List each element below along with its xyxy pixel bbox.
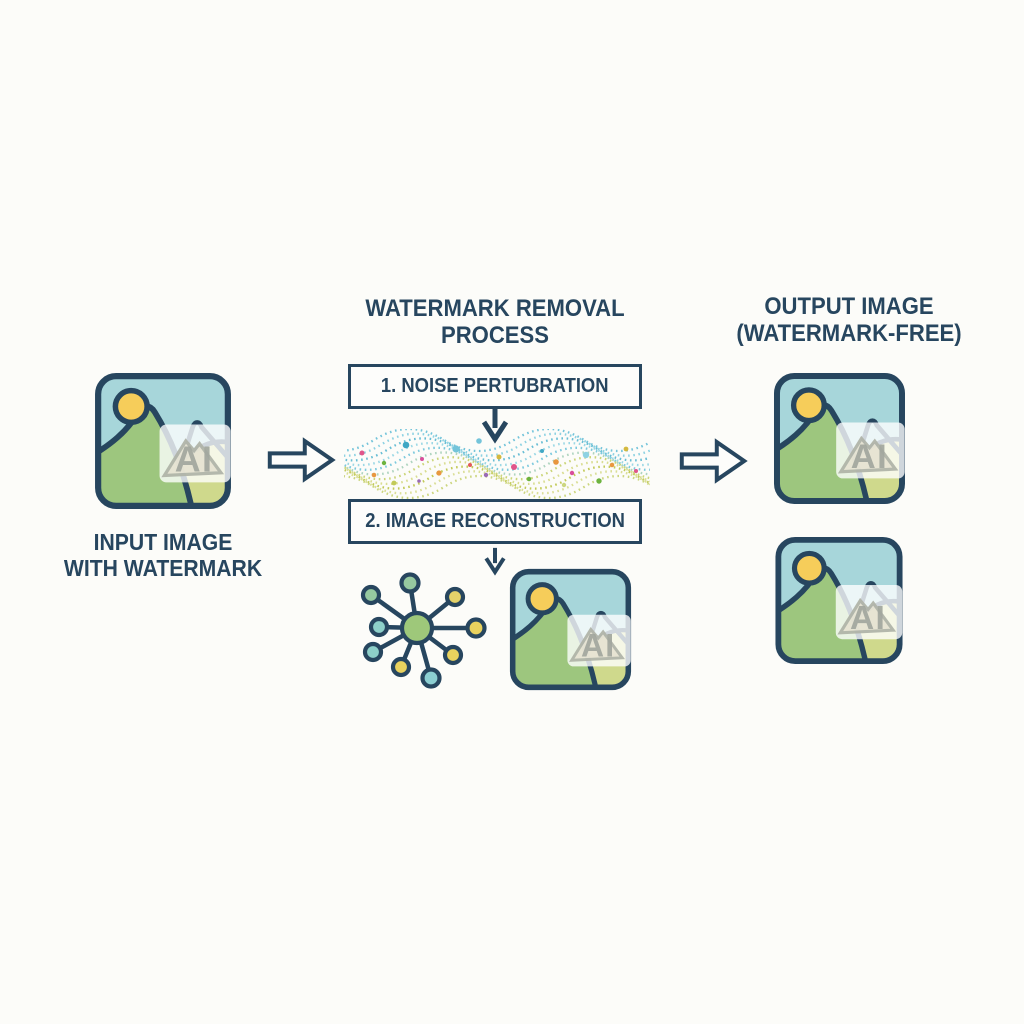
process-title-line2: PROCESS xyxy=(441,322,549,349)
output-title-line2: (WATERMARK-FREE) xyxy=(736,320,962,347)
down-arrow-icon xyxy=(481,409,509,444)
step2-label: 2. IMAGE RECONSTRUCTION xyxy=(365,510,625,532)
input-label-line2: WITH WATERMARK xyxy=(63,555,263,581)
arrow-right-icon xyxy=(267,437,336,483)
output-image-icon-2: AI xyxy=(772,536,906,665)
process-title: WATERMARK REMOVAL PROCESS xyxy=(357,295,633,349)
noise-wave-graphic xyxy=(344,429,650,500)
process-title-line1: WATERMARK REMOVAL xyxy=(365,295,625,322)
output-image-icon-1: AI xyxy=(771,372,908,505)
output2-watermark-label: AI xyxy=(850,600,886,637)
network-nodes-icon xyxy=(360,572,487,689)
reconstructed-watermark-label: AI xyxy=(581,628,615,664)
noise-accent-dots xyxy=(359,438,638,488)
output-title: OUTPUT IMAGE (WATERMARK-FREE) xyxy=(728,293,969,347)
step1-box: 1. NOISE PERTUBRATION xyxy=(348,364,642,409)
output-title-line1: OUTPUT IMAGE xyxy=(764,293,934,320)
input-watermark-label: AI xyxy=(175,439,214,479)
step1-label: 1. NOISE PERTUBRATION xyxy=(381,375,609,397)
arrow-right-icon xyxy=(679,438,748,484)
output1-watermark-label: AI xyxy=(851,438,888,476)
reconstructed-image-icon: AI xyxy=(507,568,634,691)
input-label-line1: INPUT IMAGE xyxy=(93,529,233,555)
step2-box: 2. IMAGE RECONSTRUCTION xyxy=(348,499,642,544)
input-image-icon: AI xyxy=(92,372,234,510)
input-image-label: INPUT IMAGE WITH WATERMARK xyxy=(53,529,274,581)
down-arrow-icon xyxy=(484,547,506,576)
